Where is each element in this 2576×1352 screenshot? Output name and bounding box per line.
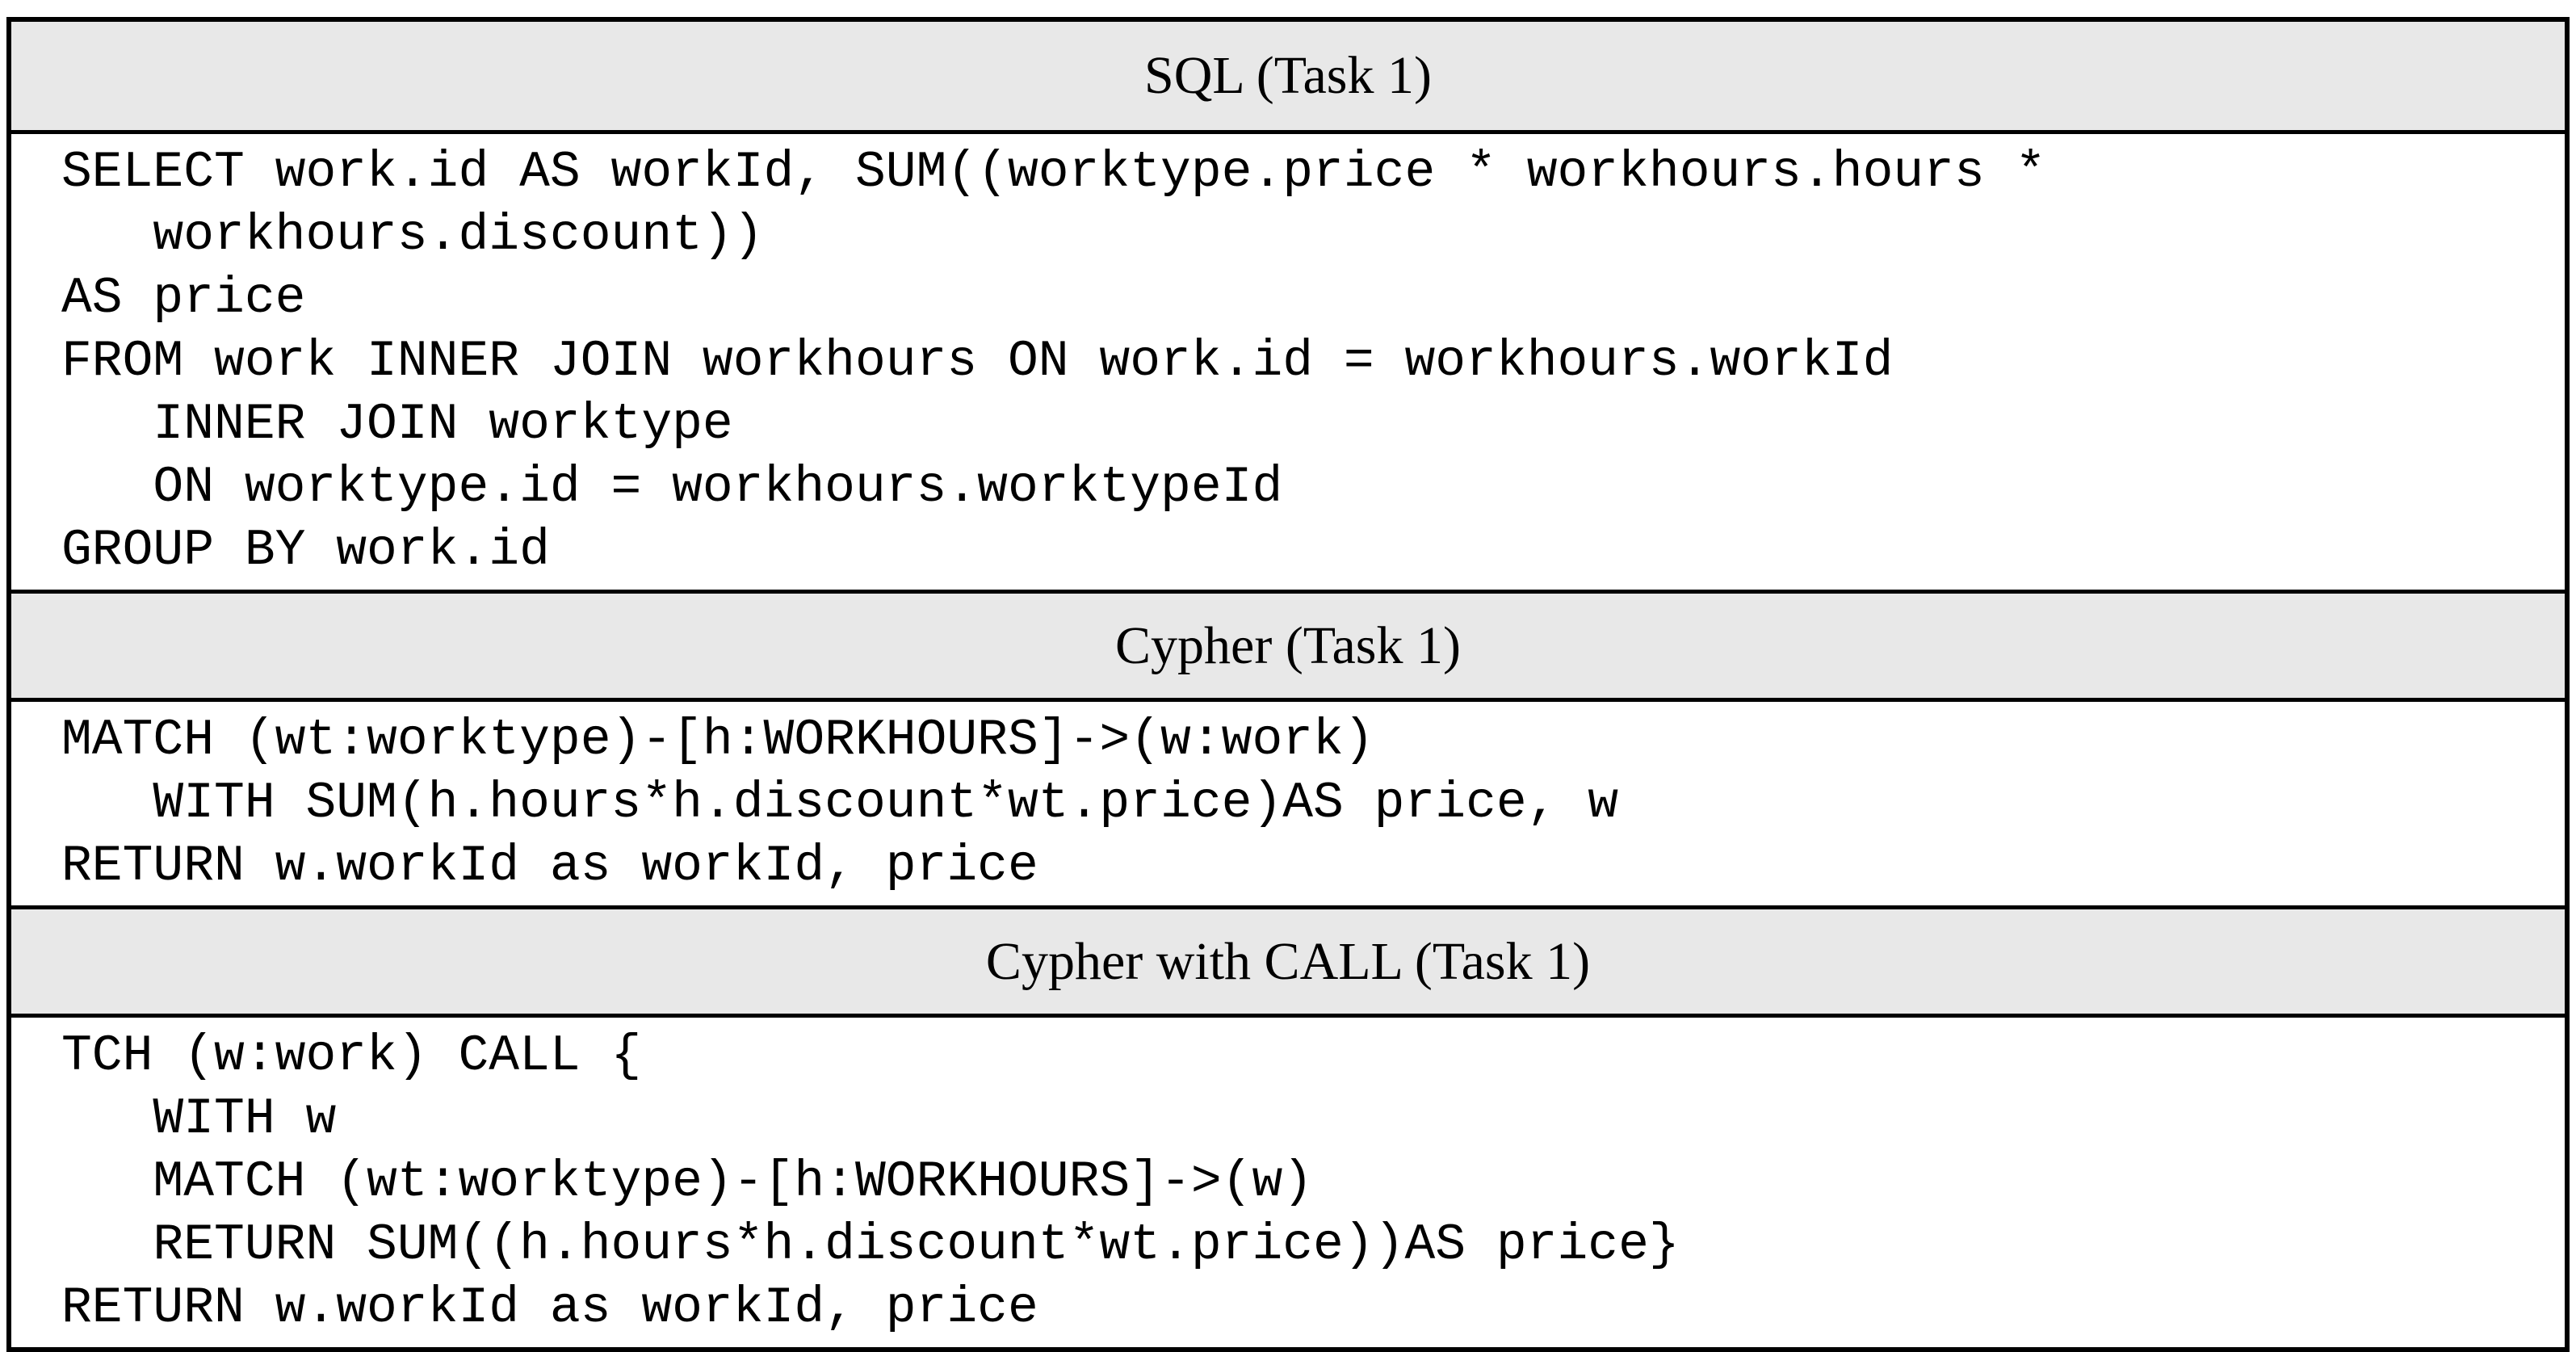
query-comparison-table: SQL (Task 1) SELECT work.id AS workId, S… [6,17,2570,1352]
section-header-cypher: Cypher (Task 1) [11,590,2565,698]
section-title-cypher: Cypher (Task 1) [1115,615,1461,675]
section-header-sql: SQL (Task 1) [11,22,2565,130]
code-block-sql: SELECT work.id AS workId, SUM((worktype.… [11,130,2565,590]
code-block-cypher-with-call: TCH (w:work) CALL { WITH w MATCH (wt:wor… [11,1014,2565,1347]
section-header-cypher-with-call: Cypher with CALL (Task 1) [11,905,2565,1014]
section-title-sql: SQL (Task 1) [1144,46,1432,105]
section-title-cypher-with-call: Cypher with CALL (Task 1) [985,931,1591,991]
code-block-cypher: MATCH (wt:worktype)-[h:WORKHOURS]->(w:wo… [11,698,2565,905]
